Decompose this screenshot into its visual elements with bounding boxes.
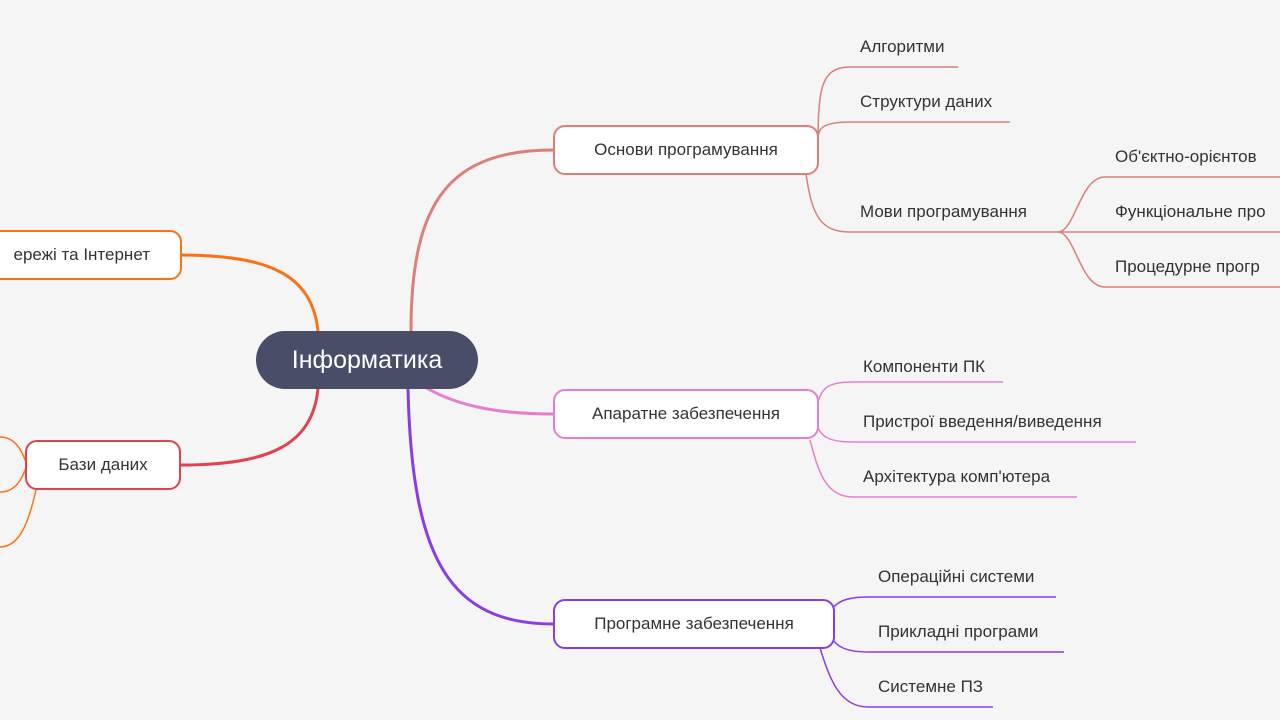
edge-root-software	[406, 388, 555, 626]
leaf-data-structures[interactable]: Структури даних	[860, 92, 993, 111]
node-software[interactable]: Програмне забезпечення	[553, 599, 835, 649]
edge-pc-components	[817, 381, 1003, 403]
node-label: Апаратне забезпечення	[592, 404, 780, 423]
edge-languages	[805, 173, 1058, 233]
edge-oop	[1057, 176, 1280, 233]
leaf-oop[interactable]: Об'єктно-орієнтов	[1115, 147, 1257, 166]
node-label: Програмне забезпечення	[594, 614, 794, 633]
leaf-procedural[interactable]: Процедурне прогр	[1115, 257, 1260, 276]
edge-architecture	[809, 439, 1077, 498]
edge-io-devices	[817, 427, 1136, 443]
edge-db-child-3	[0, 489, 37, 548]
node-networks-internet[interactable]: ережі та Інтернет	[0, 230, 182, 280]
root-node[interactable]: Інформатика	[256, 331, 478, 389]
node-label: ережі та Інтернет	[13, 245, 151, 264]
leaf-programming-languages[interactable]: Мови програмування	[860, 202, 1027, 221]
edge-root-databases	[179, 388, 320, 467]
edge-root-networks	[179, 253, 320, 332]
leaf-system-software[interactable]: Системне ПЗ	[878, 677, 984, 696]
node-databases[interactable]: Бази даних	[25, 440, 181, 490]
edge-root-hardware	[424, 385, 555, 416]
node-hardware[interactable]: Апаратне забезпечення	[553, 389, 819, 439]
node-label: Бази даних	[58, 455, 148, 474]
edge-algorithms	[817, 66, 958, 151]
edge-db-child-2	[0, 464, 28, 493]
root-label: Інформатика	[291, 345, 443, 374]
edge-root-programming	[409, 148, 555, 332]
leaf-operating-systems[interactable]: Операційні системи	[878, 567, 1035, 586]
leaf-functional[interactable]: Функціональне про	[1115, 202, 1266, 221]
edge-system-software	[819, 647, 993, 708]
leaf-computer-architecture[interactable]: Архітектура комп'ютера	[863, 467, 1051, 486]
leaf-algorithms[interactable]: Алгоритми	[860, 37, 945, 56]
edge-procedural	[1057, 231, 1280, 288]
edge-data-structures	[817, 121, 1010, 139]
leaf-pc-components[interactable]: Компоненти ПК	[863, 357, 986, 376]
leaf-applications[interactable]: Прикладні програми	[878, 622, 1039, 641]
node-programming-basics[interactable]: Основи програмування	[553, 125, 819, 175]
node-label: Основи програмування	[594, 140, 778, 159]
edge-db-child-1	[0, 436, 28, 466]
edge-os	[829, 596, 1056, 613]
leaf-io-devices[interactable]: Пристрої введення/виведення	[863, 412, 1102, 431]
